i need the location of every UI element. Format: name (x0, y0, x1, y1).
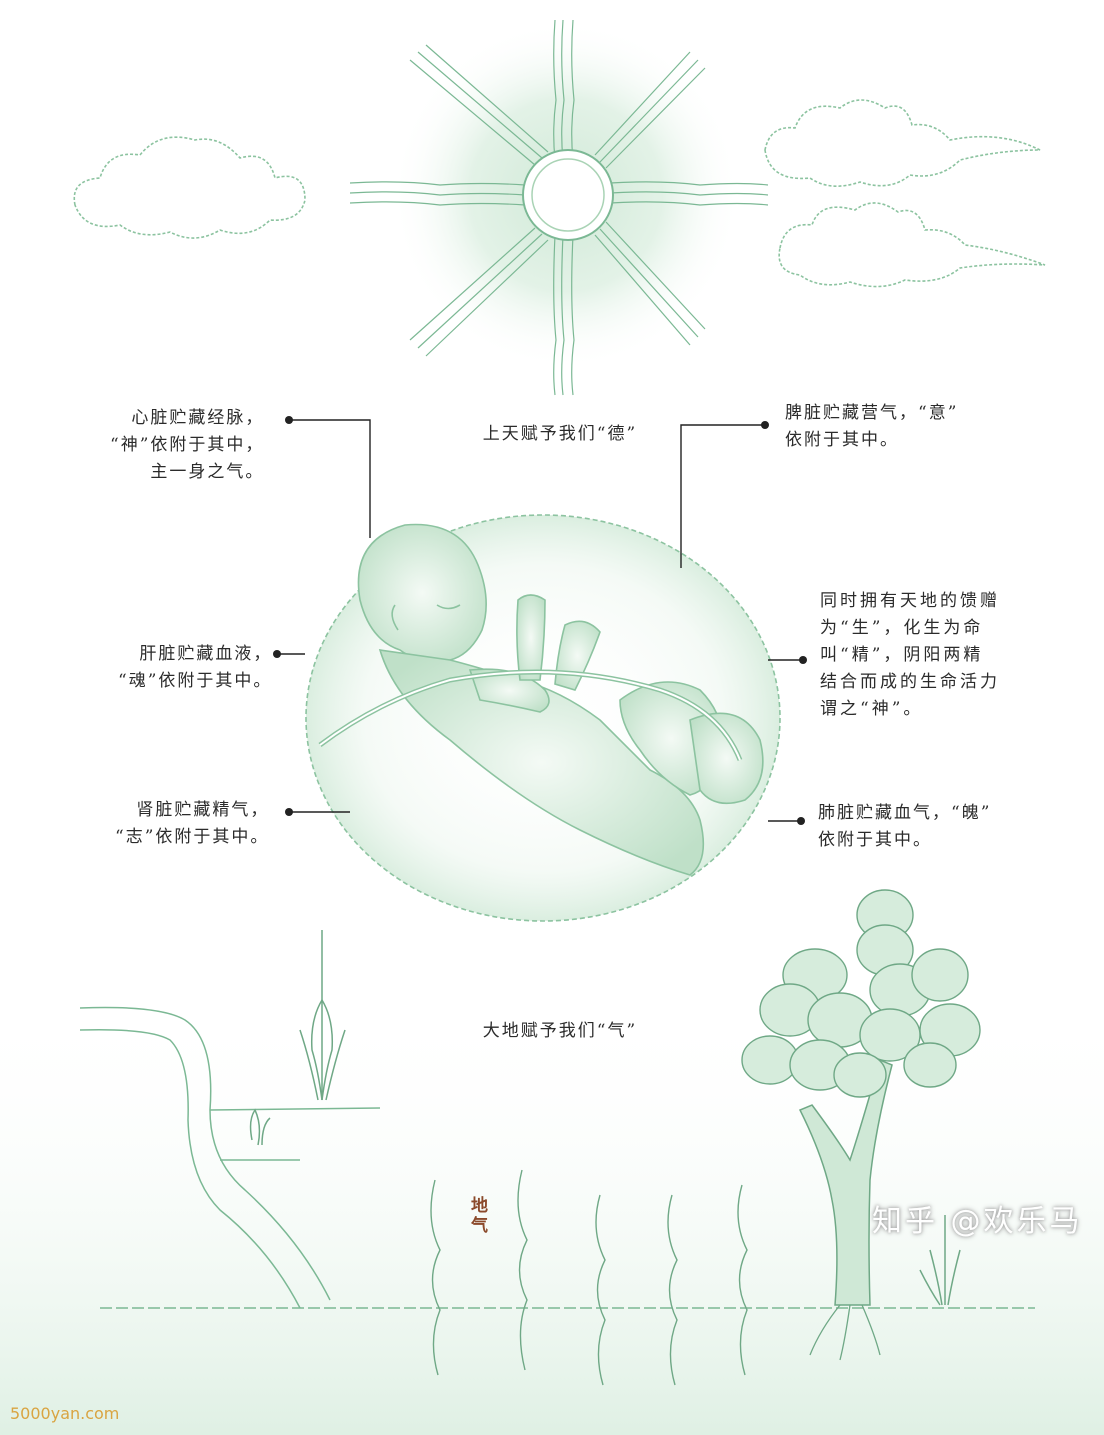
tree-icon (741, 889, 981, 1361)
cloud-icon (764, 99, 1041, 187)
lung-line-2: 依附于其中。 (818, 830, 932, 850)
zhihu-watermark: 知乎 @欢乐马 (872, 1204, 1083, 1239)
spleen-label: 脾脏贮藏营气，“意” 依附于其中。 (785, 400, 958, 454)
life-line-2: 为“生”，化生为命 (820, 618, 984, 638)
lung-label: 肺脏贮藏血气，“魄” 依附于其中。 (818, 800, 991, 854)
fetus-illustration (318, 523, 764, 876)
sun-icon (349, 19, 769, 396)
site-watermark: 5000yan.com (10, 1404, 120, 1423)
life-label: 同时拥有天地的馈赠 为“生”，化生为命 叫“精”，阴阳两精 结合而成的生命活力 … (820, 588, 1000, 723)
heart-line-3: 主一身之气。 (150, 462, 265, 482)
liver-label: 肝脏贮藏血液， “魂”依附于其中。 (118, 641, 272, 695)
kidney-line-1: 肾脏贮藏精气， (136, 800, 270, 820)
cloud-icon (778, 202, 1046, 288)
ground (79, 1006, 1035, 1309)
earth-label: 大地赋予我们“气” (482, 1021, 638, 1041)
label-lines (277, 419, 803, 822)
liver-line-1: 肝脏贮藏血液， (139, 644, 273, 664)
life-line-1: 同时拥有天地的馈赠 (820, 591, 1000, 611)
grass-icon (299, 930, 346, 1101)
label-dots (273, 416, 807, 825)
heart-label: 心脏贮藏经脉， “神”依附于其中， 主一身之气。 (110, 405, 264, 486)
heart-line-1: 心脏贮藏经脉， (131, 408, 265, 428)
grass-icon (919, 1215, 961, 1306)
kidney-label: 肾脏贮藏精气， “志”依附于其中。 (115, 797, 269, 851)
life-line-4: 结合而成的生命活力 (820, 672, 1000, 692)
heart-line-2: “神”依附于其中， (110, 435, 265, 455)
spleen-line-1: 脾脏贮藏营气，“意” (785, 403, 959, 423)
liver-line-2: “魂”依附于其中。 (118, 671, 273, 691)
cloud-icon (73, 136, 306, 239)
lung-line-1: 肺脏贮藏血气，“魄” (818, 803, 992, 823)
life-line-3: 叫“精”，阴阳两精 (820, 645, 984, 665)
heaven-label: 上天赋予我们“德” (482, 424, 638, 444)
kidney-line-2: “志”依附于其中。 (115, 827, 270, 847)
life-line-5: 谓之“神”。 (820, 699, 924, 719)
spleen-line-2: 依附于其中。 (785, 430, 899, 450)
earth-qi-tag: 地气 (467, 1196, 487, 1236)
rising-qi-icon (430, 1169, 748, 1386)
grass-icon (249, 1108, 271, 1146)
